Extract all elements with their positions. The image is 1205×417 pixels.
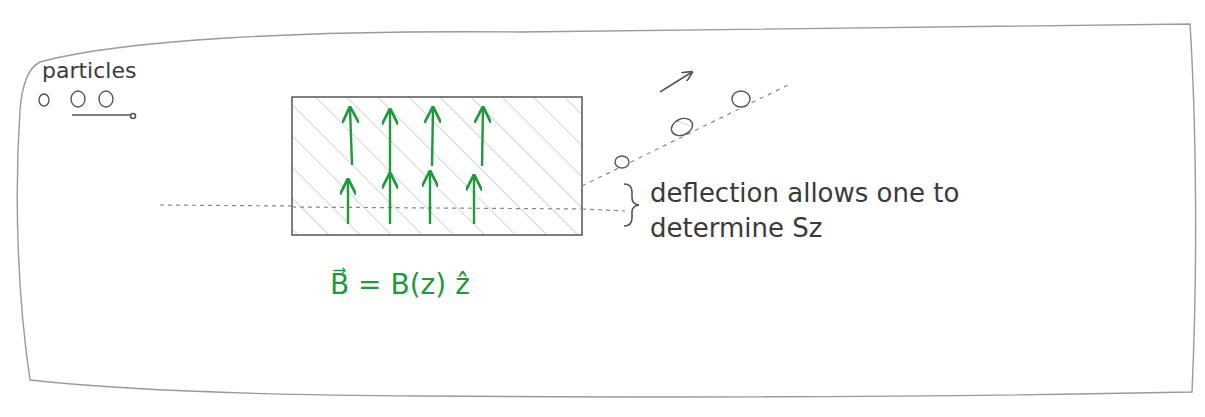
- velocity-tip: [131, 114, 136, 119]
- particle: [615, 156, 629, 168]
- beam-path: [160, 205, 292, 206]
- particle: [71, 91, 85, 107]
- deflected-particles: [615, 91, 750, 168]
- brace: [624, 184, 639, 226]
- undeflected-path: [582, 209, 625, 211]
- field-arrow: [389, 174, 391, 224]
- field-arrow: [350, 108, 352, 165]
- field-arrow: [432, 108, 433, 166]
- particles: [39, 91, 113, 107]
- beam-path: [292, 207, 582, 209]
- motion-arrow: [660, 72, 692, 92]
- particles-label: particles: [42, 56, 136, 86]
- field-formula: B⃗ = B(z) ẑ: [330, 266, 470, 304]
- magnet-box: [292, 97, 582, 235]
- velocity-line: [72, 114, 130, 116]
- sketch-outline: [17, 24, 1195, 397]
- magnet-region: [292, 97, 582, 235]
- field-arrow: [473, 176, 475, 224]
- particle: [99, 91, 113, 107]
- field-arrow: [429, 172, 431, 224]
- field-arrow: [389, 110, 391, 172]
- deflected-path: [582, 84, 790, 186]
- annotation-text: deflection allows one to determine Sz: [650, 176, 1000, 246]
- particle: [669, 115, 696, 139]
- field-arrow: [347, 180, 349, 224]
- field-arrows: [348, 108, 483, 224]
- hatching: [292, 97, 582, 235]
- field-arrow: [482, 108, 483, 166]
- velocity-arrow: [72, 114, 136, 119]
- particle: [732, 91, 750, 107]
- particle: [39, 94, 49, 106]
